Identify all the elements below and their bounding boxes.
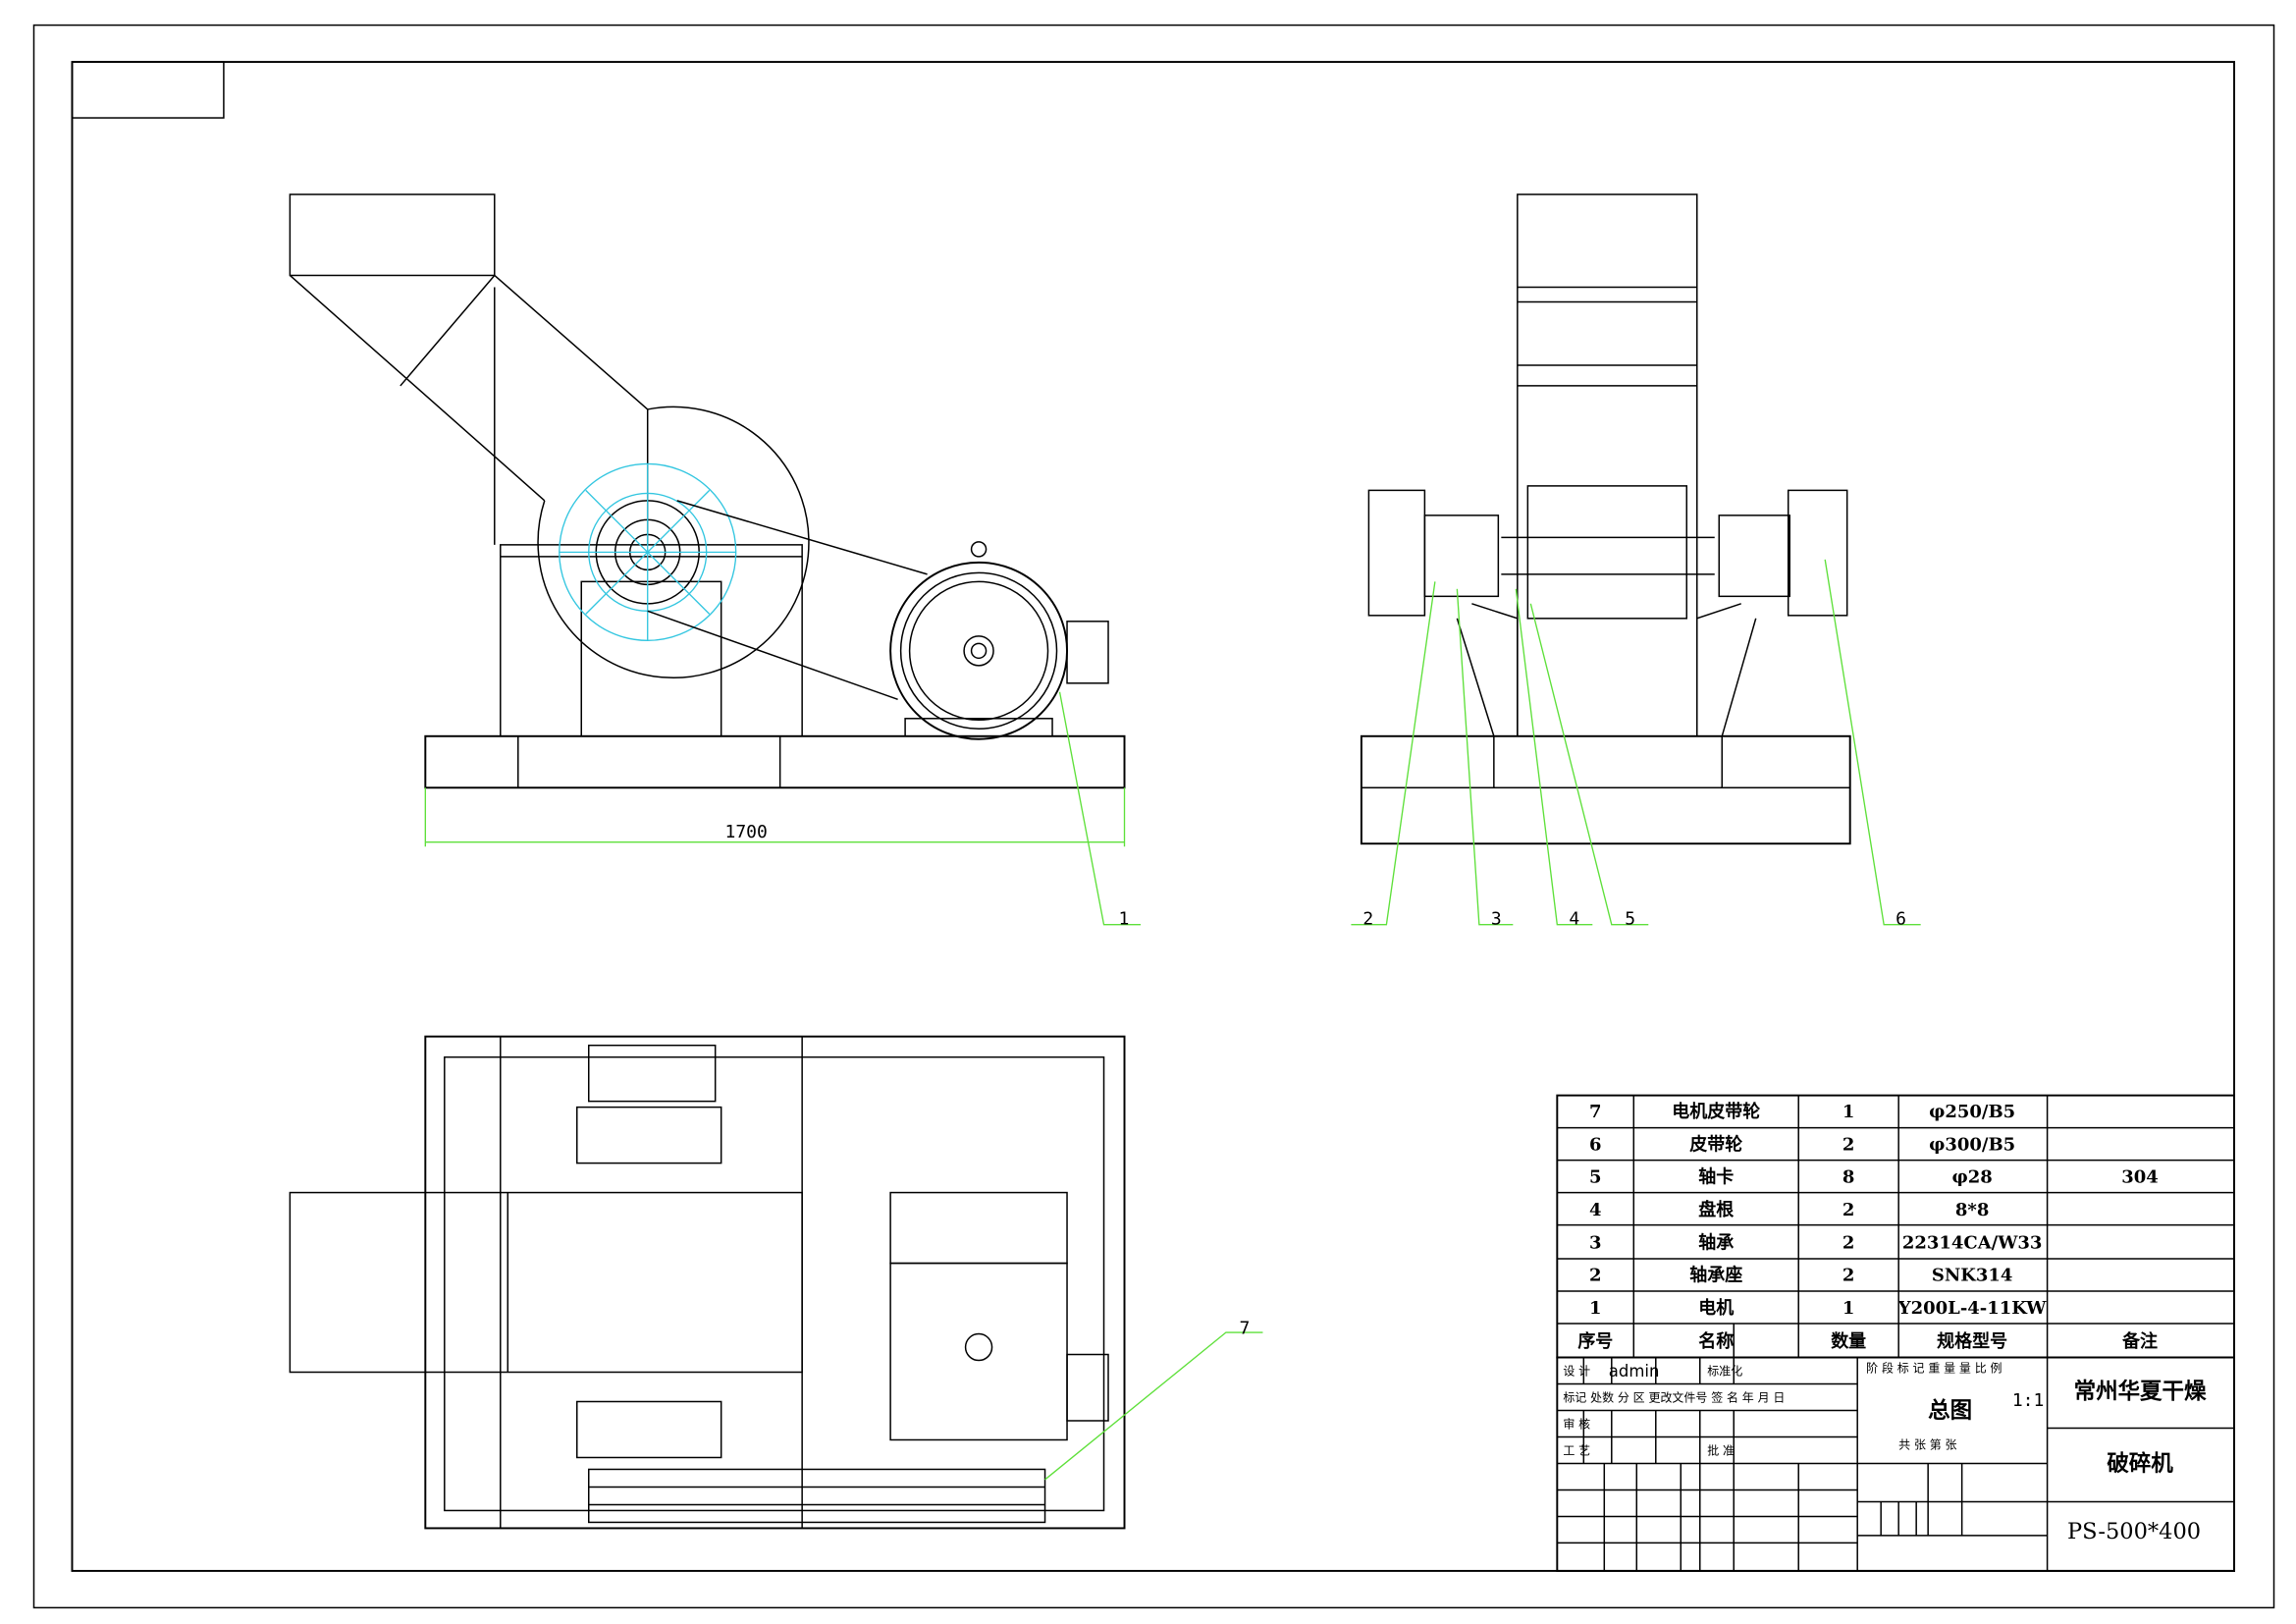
dimension-1700: 1700 [725,822,768,842]
bom-cell-name: 盘根 [1698,1199,1734,1220]
bom-cell-name: 轴承座 [1689,1265,1742,1286]
bom-cell-spec: Y200L-4-11KW [1897,1298,2047,1319]
bom-row: 3 轴承 2 22314CA/W33 [1589,1231,2042,1253]
bom-cell-note: 304 [2121,1167,2159,1188]
bom-cell-qty: 1 [1842,1102,1855,1122]
bom-row: 6 皮带轮 2 φ300/B5 [1589,1133,2015,1155]
header-spec: 规格型号 [1937,1330,2007,1352]
side-view: 2 3 4 5 6 [1351,193,1921,930]
designer-name: admin [1609,1362,1660,1380]
bom-cell-spec: SNK314 [1932,1266,2013,1286]
bom-cell-no: 6 [1589,1134,1602,1155]
bom-cell-no: 5 [1589,1167,1602,1188]
review-label: 审 核 [1563,1416,1590,1431]
process-label: 工 艺 [1563,1443,1590,1457]
corner-box [71,61,225,119]
bom-row: 2 轴承座 2 SNK314 [1589,1265,2012,1286]
bom-cell-spec: φ250/B5 [1929,1102,2015,1122]
stage-labels: 阶 段 标 记 重 量 量 比 例 [1866,1361,2002,1376]
bom-cell-name: 电机 [1698,1297,1734,1319]
bom-cell-spec: 22314CA/W33 [1902,1232,2043,1253]
bom-row: 4 盘根 2 8*8 [1589,1199,1989,1220]
leader-label-2: 2 [1362,909,1373,930]
header-no: 序号 [1577,1330,1613,1352]
leader-label-3: 3 [1491,909,1502,930]
bom-table: 7 电机皮带轮 1 φ250/B5 6 皮带轮 2 φ300/B5 5 轴卡 8 φ28 304 4 盘根 2… [1556,1094,2236,1359]
leader-label-5: 5 [1625,909,1635,930]
standard-label: 标准化 [1707,1365,1742,1379]
header-note: 备注 [2121,1330,2158,1352]
bom-row: 7 电机皮带轮 1 φ250/B5 [1589,1101,2015,1122]
design-label: 设 计 [1563,1365,1590,1379]
scale: 1:1 [2012,1390,2044,1411]
drawing-name: 总图 [1928,1397,1972,1424]
bom-cell-name: 轴承 [1698,1231,1734,1253]
header-name: 名称 [1698,1330,1734,1352]
model-number: PS-500*400 [2067,1519,2201,1544]
bom-row: 5 轴卡 8 φ28 304 [1589,1166,2159,1188]
bom-cell-name: 轴卡 [1698,1166,1734,1188]
bom-cell-spec: φ28 [1951,1167,1992,1188]
bom-cell-spec: φ300/B5 [1929,1134,2015,1155]
approve-label: 批 准 [1707,1442,1735,1457]
bom-cell-qty: 8 [1842,1167,1855,1188]
bom-cell-no: 1 [1589,1298,1602,1319]
revision-labels: 标记 处数 分 区 更改文件号 签 名 年 月 日 [1563,1389,1785,1404]
bom-cell-no: 3 [1589,1232,1602,1253]
bom-cell-qty: 2 [1842,1200,1855,1220]
bom-cell-qty: 2 [1842,1266,1855,1286]
bom-cell-spec: 8*8 [1955,1200,1989,1220]
header-qty: 数量 [1831,1330,1866,1352]
bom-cell-no: 4 [1589,1200,1602,1220]
leader-label-7: 7 [1239,1319,1250,1339]
sheet-labels: 共 张 第 张 [1898,1437,1956,1451]
bom-cell-qty: 2 [1842,1134,1855,1155]
product-name: 破碎机 [2107,1450,2173,1477]
bom-header-row: 序号 名称 数量 规格型号 备注 [1577,1330,2158,1352]
bom-cell-no: 7 [1589,1102,1602,1122]
top-view: 7 [289,1035,1263,1530]
bom-cell-name: 皮带轮 [1689,1133,1742,1155]
bom-row: 1 电机 1 Y200L-4-11KW [1589,1297,2047,1319]
front-view: 1700 1 [289,193,1142,930]
leader-label-4: 4 [1569,909,1579,930]
outer-border [32,24,2275,1609]
bom-cell-qty: 2 [1842,1232,1855,1253]
bom-cell-qty: 1 [1842,1298,1855,1319]
title-block: 标记 处数 分 区 更改文件号 签 名 年 月 日 设 计 admin 标准化 … [1556,1324,2236,1572]
company-name: 常州华夏干燥 [2074,1378,2207,1404]
bom-cell-no: 2 [1589,1266,1602,1286]
leader-label-1: 1 [1119,909,1130,930]
bom-cell-name: 电机皮带轮 [1672,1101,1760,1122]
inner-border [71,61,2236,1572]
leader-label-6: 6 [1896,909,1906,930]
